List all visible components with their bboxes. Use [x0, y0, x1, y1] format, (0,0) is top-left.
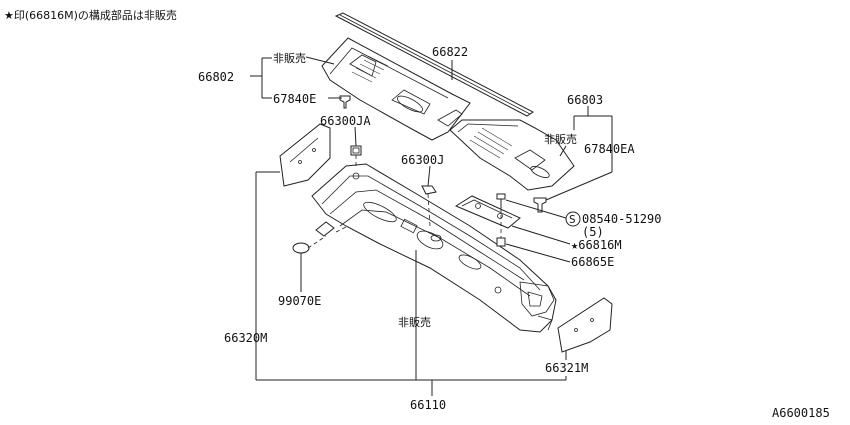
cowl-top-right-66803 — [449, 119, 575, 191]
label-99070E: 99070E — [278, 294, 321, 308]
label-66321M: 66321M — [545, 361, 588, 375]
label-66816M: ★66816M — [571, 238, 622, 252]
grommet-99070E — [292, 242, 310, 258]
clip-66300J — [421, 185, 437, 195]
label-66300J: 66300J — [401, 153, 444, 167]
screw-08540 — [496, 193, 506, 208]
label-not-sold-1: 非販売 — [273, 52, 306, 65]
leader-lines — [250, 56, 613, 396]
label-not-sold-3: 非販売 — [398, 316, 431, 329]
header-note: ★印(66816M)の構成部品は非販売 — [4, 8, 177, 22]
screw-symbol: S — [569, 213, 576, 226]
label-66865E: 66865E — [571, 255, 614, 269]
label-qty-5: (5) — [582, 225, 604, 239]
label-67840EA: 67840EA — [584, 142, 635, 156]
label-not-sold-2: 非販売 — [544, 133, 577, 146]
seal-plate — [315, 221, 335, 237]
label-66300JA: 66300JA — [320, 114, 371, 128]
nut-66865E — [496, 237, 506, 247]
clip-67840E — [339, 95, 351, 109]
label-66110: 66110 — [410, 398, 446, 412]
cowl-top-left-66802 — [321, 37, 471, 141]
label-66320M: 66320M — [224, 331, 267, 345]
side-cover-left-66320M — [279, 123, 331, 187]
clip-66300JA — [350, 145, 362, 156]
bracket-66816M — [454, 195, 521, 229]
side-cover-right-66321M — [557, 297, 613, 353]
label-08540-51290: 08540-51290 — [582, 212, 661, 226]
catalog-code: A6600185 — [772, 406, 830, 420]
label-67840E: 67840E — [273, 92, 316, 106]
clip-67840EA — [533, 197, 547, 213]
label-66802: 66802 — [198, 70, 234, 84]
weatherstrip-seal-66822 — [334, 12, 534, 117]
cowl-panel-66110 — [311, 163, 557, 333]
label-66803: 66803 — [567, 93, 603, 107]
label-66822: 66822 — [432, 45, 468, 59]
screw-symbol-icon — [565, 211, 581, 227]
